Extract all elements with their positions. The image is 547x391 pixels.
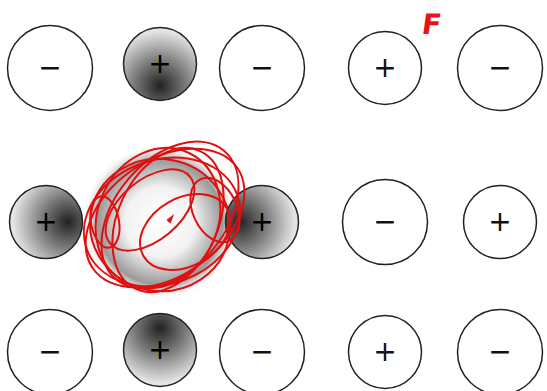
ion-circle: +: [347, 314, 423, 390]
ion-outline: [458, 26, 543, 111]
ion-outline: [458, 310, 543, 391]
charge-sign: +: [34, 208, 57, 236]
ion-outline: [8, 26, 93, 111]
ion-outline: [220, 310, 305, 391]
ion-circle: +: [8, 184, 84, 260]
charge-sign: −: [38, 338, 61, 366]
ion-outline: [343, 180, 428, 265]
ion-circle: +: [122, 26, 198, 102]
ion-outline: [124, 314, 197, 387]
charge-sign: +: [373, 338, 396, 366]
ion-circle: −: [456, 24, 544, 112]
electron-scribble: [60, 115, 271, 316]
ion-circle: −: [218, 24, 306, 112]
charge-sign: +: [148, 50, 171, 78]
center-label: F: [420, 8, 444, 41]
ion-circle: +: [347, 30, 423, 106]
ion-outline: [8, 310, 93, 391]
charge-sign: +: [373, 54, 396, 82]
ion-circle: −: [218, 308, 306, 391]
ion-outline: [10, 186, 83, 259]
charge-sign: +: [148, 336, 171, 364]
ion-outline: [349, 32, 422, 105]
ion-outline: [124, 28, 197, 101]
charge-sign: −: [250, 54, 273, 82]
ion-outline: [349, 316, 422, 389]
ion-circle: −: [6, 308, 94, 391]
ion-outline: [220, 26, 305, 111]
charge-sign: +: [488, 208, 511, 236]
charge-sign: −: [488, 338, 511, 366]
charge-sign: −: [373, 208, 396, 236]
charge-sign: +: [250, 208, 273, 236]
ion-circle: −: [341, 178, 429, 266]
charge-sign: −: [38, 54, 61, 82]
ion-outline: [464, 186, 537, 259]
charge-sign: −: [250, 338, 273, 366]
ion-circle: +: [122, 312, 198, 388]
ion-circle: +: [462, 184, 538, 260]
ion-circle: −: [456, 308, 544, 391]
ion-circle: −: [6, 24, 94, 112]
charge-sign: −: [488, 54, 511, 82]
ion-circle: +: [224, 184, 300, 260]
